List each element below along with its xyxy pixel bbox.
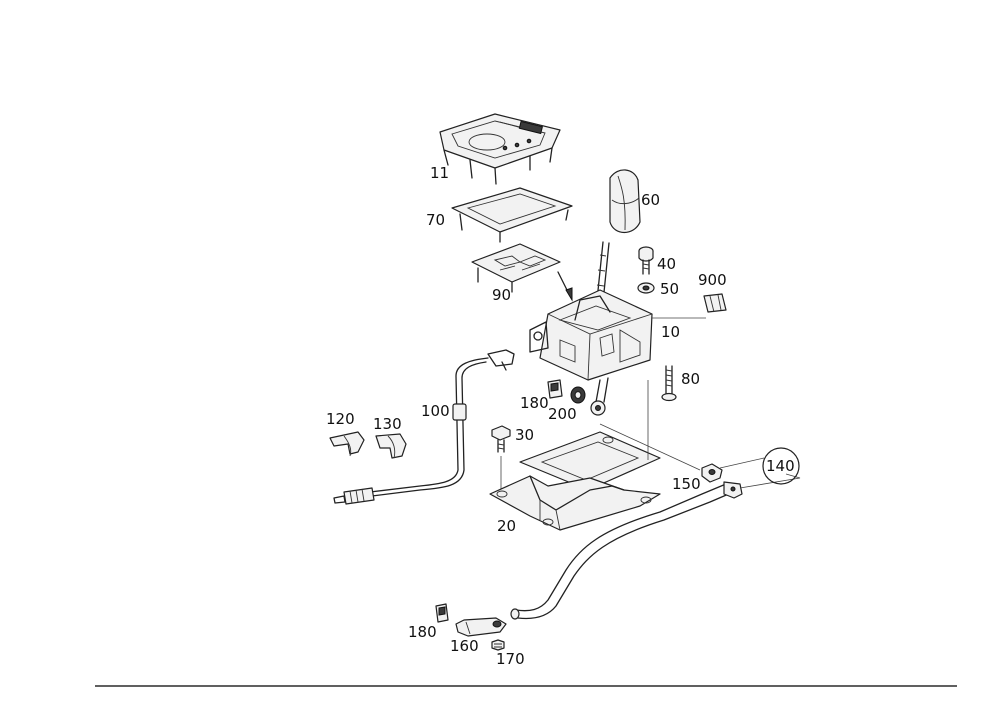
label-130: 130 [373,415,402,433]
label-160: 160 [450,637,479,655]
part-30-bolt [491,425,511,490]
part-20-base-bracket [489,431,661,531]
pointer-arrow [557,271,573,302]
callout-circle-140 [762,447,800,485]
part-170-nut [491,639,505,651]
part-90-cover-plate [471,243,561,293]
part-130-clamp [375,433,407,459]
part-10-shifter-housing [529,289,653,416]
part-100-cable [333,349,515,505]
label-150: 150 [672,475,701,493]
part-150-bushing [701,463,723,483]
label-900: 900 [698,271,727,289]
label-20: 20 [497,517,516,535]
part-70-frame [451,187,573,243]
label-90: 90 [492,286,511,304]
label-120: 120 [326,410,355,428]
label-80: 80 [681,370,700,388]
shift-rod [510,481,743,620]
label-100: 100 [421,402,450,420]
label-180-lower: 180 [408,623,437,641]
part-900-clip [703,293,727,313]
label-50: 50 [660,280,679,298]
part-11-trim-cover [439,113,561,185]
label-70: 70 [426,211,445,229]
part-180-clip-lower [435,603,449,623]
part-80-screw [661,365,677,402]
label-170: 170 [496,650,525,668]
part-120-clamp [329,431,365,457]
part-180-clip-upper [547,379,563,399]
label-180-upper: 180 [520,394,549,412]
label-11: 11 [430,164,449,182]
leader-lines [599,317,801,489]
label-30: 30 [515,426,534,444]
part-50-washer [637,282,655,294]
part-200-grommet [570,386,586,404]
label-40: 40 [657,255,676,273]
label-60: 60 [641,191,660,209]
label-140: 140 [766,457,795,475]
label-200: 200 [548,405,577,423]
part-40-bolt [638,246,654,275]
part-160-lever-end [455,617,507,637]
label-10: 10 [661,323,680,341]
